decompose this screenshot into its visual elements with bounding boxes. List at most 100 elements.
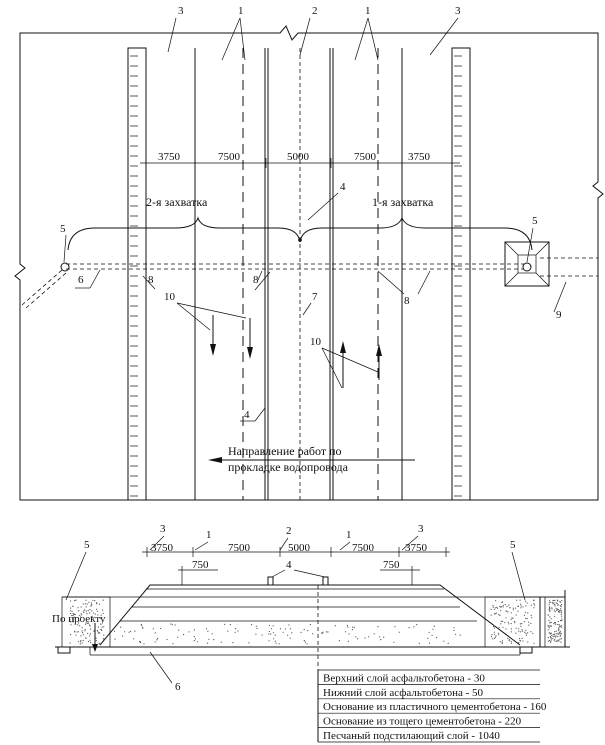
stipple-dot [506,605,508,608]
stipple-dot [270,633,272,635]
pipeline-branch [21,269,63,306]
stipple-dot [90,618,93,620]
direction-arrow [208,457,415,463]
stipple-dot [530,622,532,625]
stage-1-label: 1-я захватка [372,195,434,209]
stipple-dot [255,625,257,627]
stipple-dot [553,640,556,642]
stipple-dot [170,623,172,625]
stipple-dot [270,628,273,630]
stipple-dot [548,600,551,602]
stipple-dot [87,609,89,612]
stipple-dot [525,600,527,602]
stipple-dot [72,619,74,621]
stipple-dot [393,641,395,643]
stipple-dot [512,639,514,641]
stipple-dot [211,633,213,635]
stipple-dot [507,621,509,623]
stipple-dot [555,640,557,642]
stipple-dot [558,610,561,612]
stipple-dot [557,621,559,623]
curb-strip-right [451,47,471,501]
stipple-dot [490,608,492,611]
stipple-dot [70,613,72,615]
stipple-dot [525,633,527,635]
stipple-dot [103,634,105,636]
stipple-dot [251,624,253,626]
stipple-dot [506,610,508,612]
stipple-dot [560,638,563,640]
stipple-dot [523,621,526,623]
pavement-layers [120,584,477,622]
stipple-dot [143,643,145,645]
stipple-dot [496,607,499,609]
stipple-dot [561,610,563,612]
stipple-dot [83,610,85,612]
stipple-dot [552,634,555,636]
stipple-dot [518,630,520,632]
stipple-dot [312,633,314,635]
stipple-dot [559,626,561,628]
stipple-dot [103,638,105,640]
stipple-dot [347,626,349,628]
stipple-dot [160,627,162,630]
stipple-dot [408,627,410,629]
stipple-dot [494,607,496,609]
stipple-dot [90,641,92,644]
stipple-dot [495,612,497,614]
section-dim-shoulder: 3750 [151,542,174,554]
stipple-dot [492,604,494,607]
stipple-dot [500,620,502,622]
direction-note-line1: Направление работ по [228,444,342,458]
stipple-dot [194,638,196,640]
stipple-dot [229,624,231,626]
stipple-dot [495,635,497,637]
stipple-dot [453,629,455,632]
stipple-dot [512,607,514,609]
stipple-dot [527,612,529,614]
stipple-dot [554,605,556,607]
well-right [504,241,550,287]
stipple-dot [500,610,502,612]
stipple-dot [550,639,552,641]
stipple-dot [206,642,209,644]
stipple-dot [510,618,512,621]
sand-stipple [69,599,563,645]
stipple-dot [80,606,82,608]
stipple-dot [550,618,552,620]
stipple-dot [394,626,396,628]
stipple-dot [510,623,512,625]
stipple-dot [70,607,72,609]
stipple-dot [517,610,519,612]
stipple-dot [492,638,494,640]
stipple-dot [338,640,340,642]
stipple-dot [81,642,83,644]
stipple-dot [510,640,512,643]
stipple-dot [89,625,91,627]
stipple-dot [548,639,551,642]
stipple-dot [507,637,509,640]
stipple-dot [508,604,510,606]
curb-strip-left [127,47,147,501]
callout-4: 4 [244,409,250,421]
stipple-dot [383,636,385,638]
stipple-dot [502,626,504,628]
stipple-dot [561,612,563,614]
stipple-dot [551,602,554,604]
side-fill [61,590,566,648]
stipple-dot [559,609,562,612]
stipple-dot [85,599,87,601]
stipple-dot [95,637,97,639]
stipple-dot [519,603,522,605]
zone-label-shoulder: 3 [178,5,184,17]
stipple-dot [379,636,381,638]
stipple-dot [69,610,72,612]
stipple-dot [553,623,555,625]
stipple-dot [96,608,98,610]
stipple-dot [124,631,126,633]
stipple-dot [559,600,561,603]
stipple-dot [525,605,527,607]
stipple-dot [133,638,135,640]
stipple-dot [353,626,355,629]
stipple-dot [548,627,550,629]
